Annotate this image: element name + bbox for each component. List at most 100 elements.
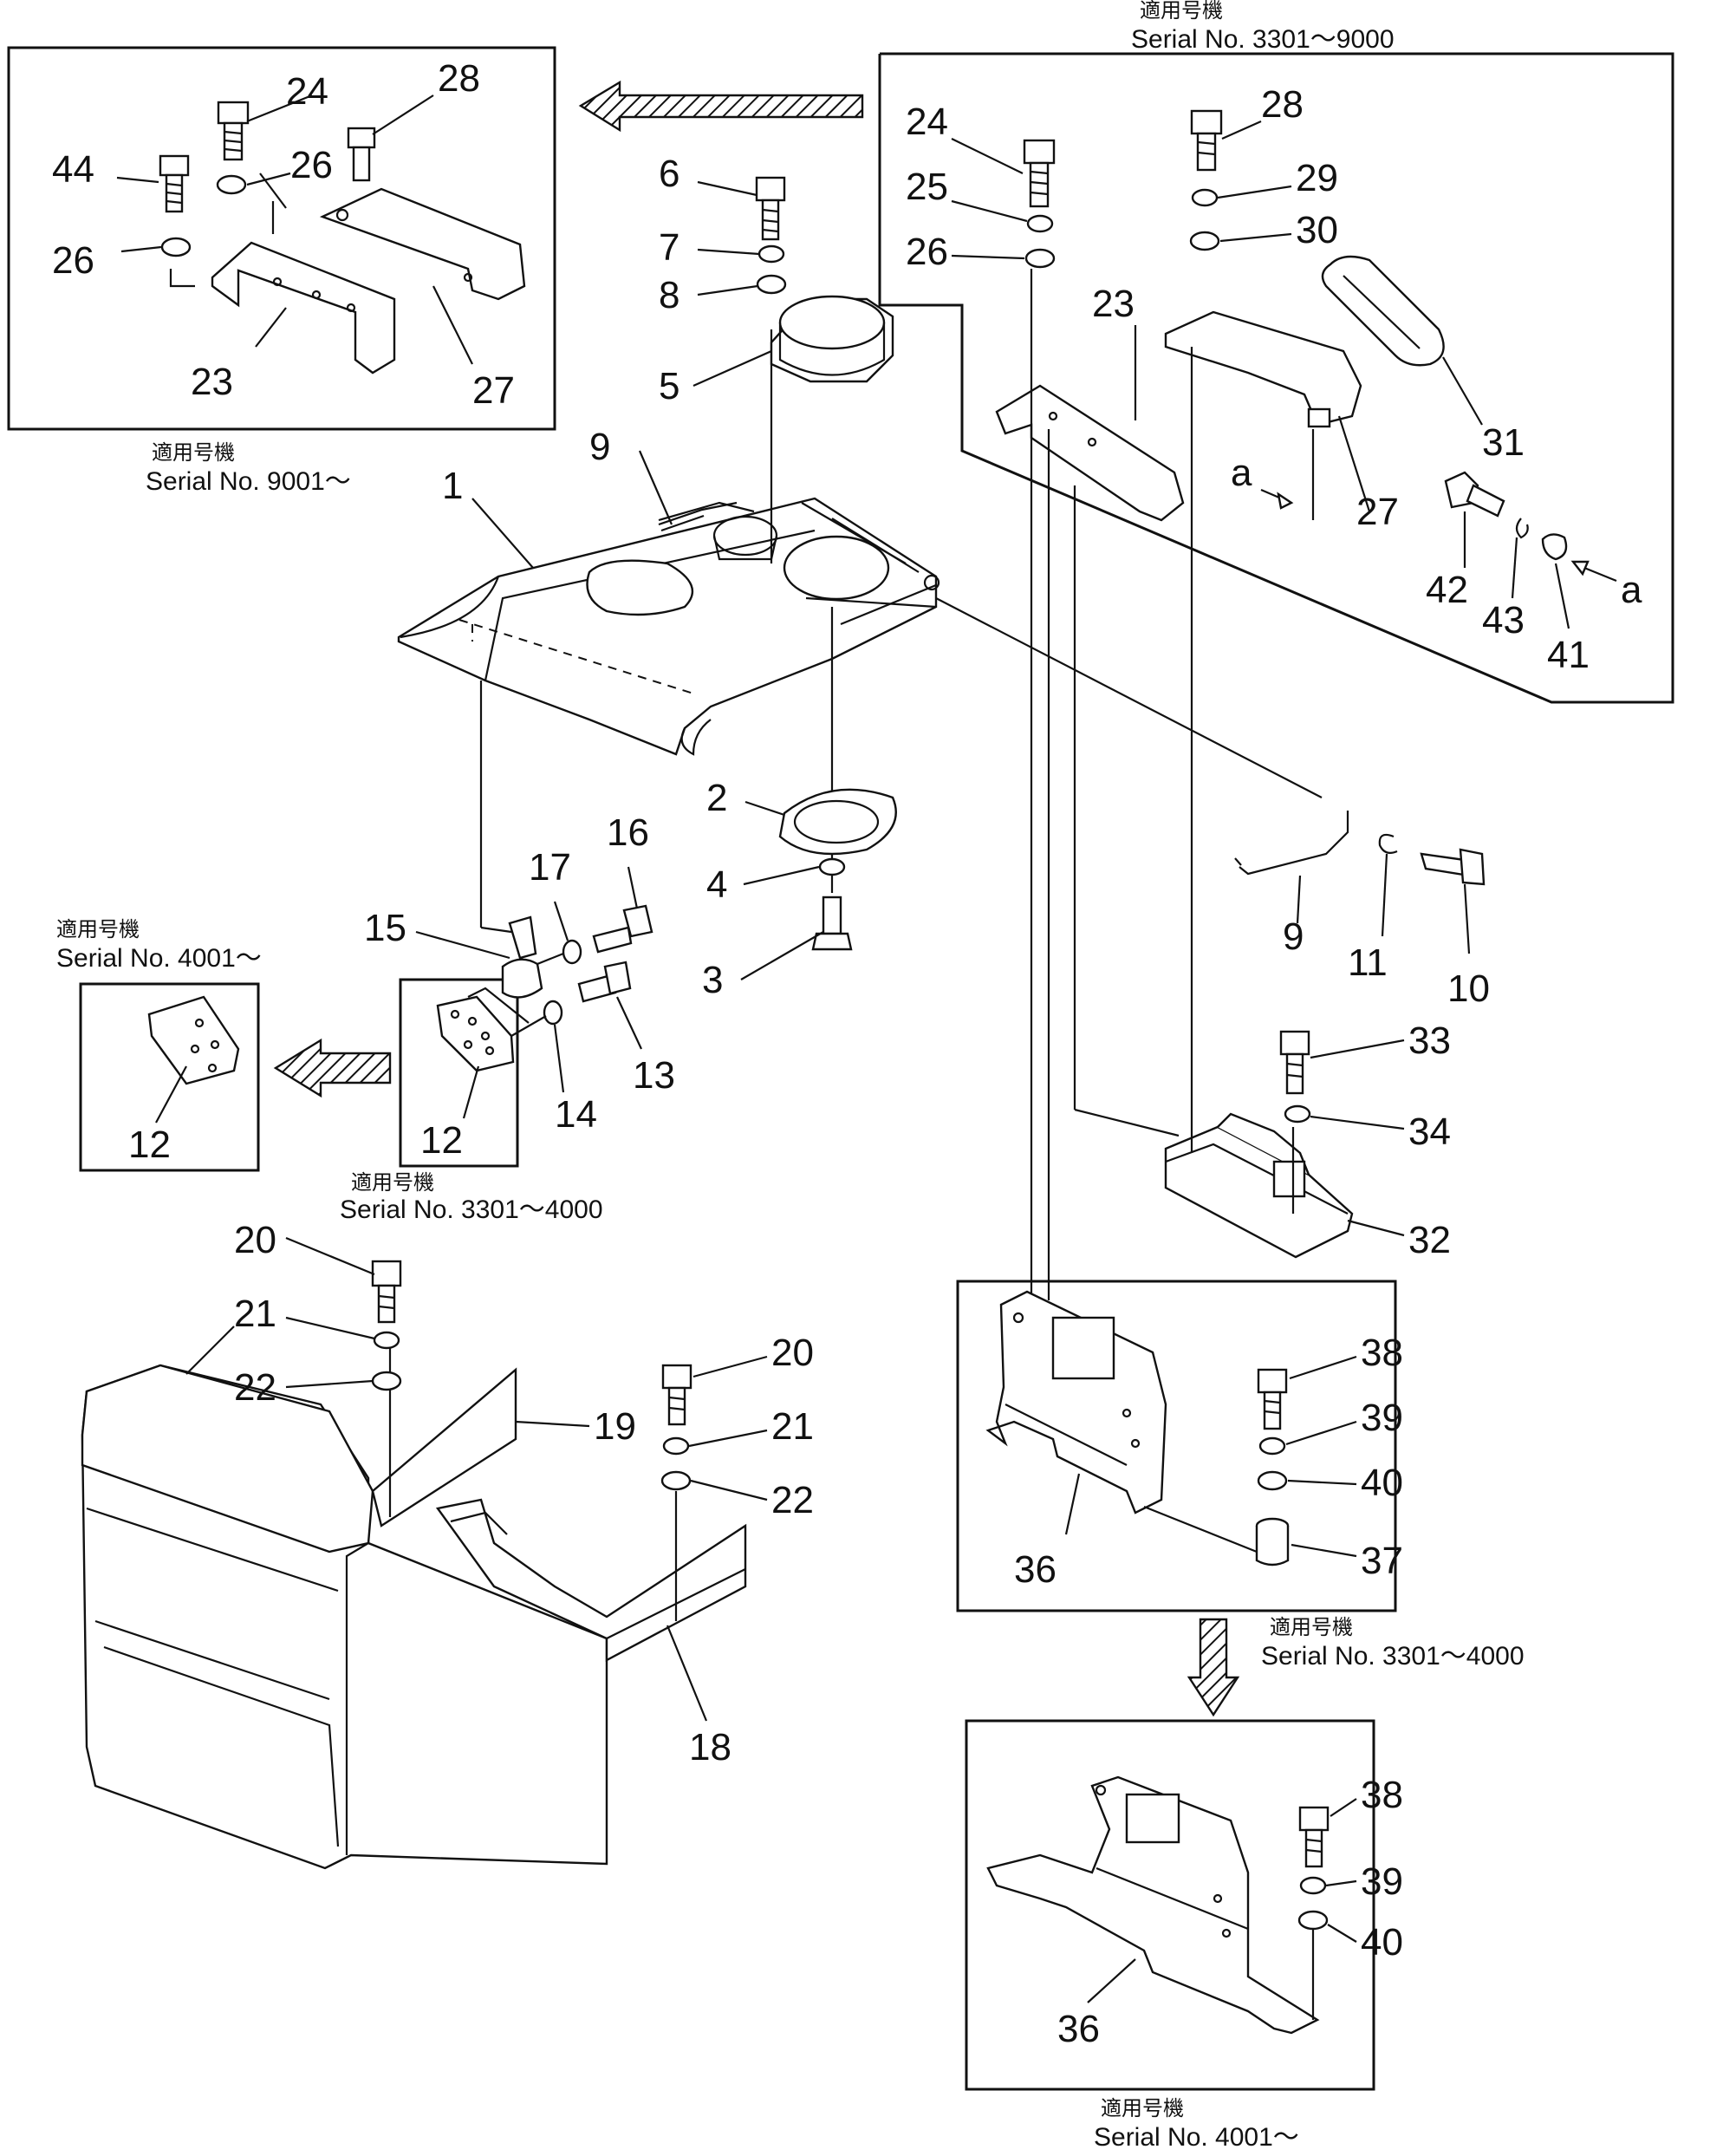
- spring-washer-icon: [1258, 1436, 1286, 1456]
- callout-6: 6: [659, 153, 679, 195]
- main-cover-assembly: [397, 176, 1486, 951]
- spring-washer-icon: [757, 244, 785, 264]
- svg-text:Serial No. 9001〜: Serial No. 9001〜: [146, 467, 351, 496]
- callout-39: 39: [1361, 1397, 1403, 1439]
- spring-washer-icon: [1515, 518, 1529, 539]
- caption-mid-left: 適用号機 Serial No. 4001〜: [56, 918, 262, 973]
- caption-lower-right: 適用号機 Serial No. 3301〜4000: [1261, 1616, 1525, 1671]
- callout-42: 42: [1426, 569, 1468, 611]
- view-marker-a: a: [1621, 569, 1642, 611]
- lock-mechanism: [436, 904, 653, 1072]
- washer-icon: [371, 1371, 402, 1391]
- inset-frame-mid-left: [79, 982, 260, 1172]
- bolt-icon: [217, 101, 250, 161]
- callout-17: 17: [529, 846, 571, 889]
- svg-text:適用号機: 適用号機: [56, 918, 140, 941]
- callout-12: 12: [128, 1124, 171, 1166]
- callout-14: 14: [555, 1093, 597, 1136]
- console-box: [1073, 347, 1354, 1259]
- callout-36: 36: [1014, 1548, 1057, 1591]
- latch-icon: [508, 915, 537, 960]
- bolt-icon: [592, 904, 653, 954]
- collar-icon: [1255, 1517, 1290, 1567]
- callout-41: 41: [1547, 634, 1590, 676]
- inset-lower-right-parts: [985, 1290, 1290, 1567]
- callout-9: 9: [1283, 915, 1304, 958]
- callout-27: 27: [1356, 491, 1399, 533]
- spring-washer-icon: [543, 1000, 563, 1026]
- washer-icon: [160, 237, 192, 257]
- spring-washer-icon: [662, 1436, 690, 1456]
- inset-bottom-parts: [986, 1775, 1330, 2035]
- callout-numbers: 24 28 44 26 26 23 27 24 25 26 28 29 30 2…: [52, 57, 1590, 2050]
- svg-text:Serial No. 4001〜: Serial No. 4001〜: [56, 944, 262, 973]
- callout-27: 27: [472, 369, 515, 412]
- svg-text:Serial No. 3301〜4000: Serial No. 3301〜4000: [340, 1195, 603, 1224]
- callout-40: 40: [1361, 1921, 1403, 1964]
- callout-21: 21: [234, 1293, 276, 1335]
- callout-23: 23: [1092, 283, 1135, 325]
- arrow-down-to-bottom-inset: [1187, 1618, 1240, 1717]
- radiator-assembly: [81, 1260, 747, 1870]
- callout-26: 26: [52, 239, 94, 282]
- inset-frame-top-right: [878, 52, 1674, 704]
- svg-text:Serial No. 4001〜: Serial No. 4001〜: [1094, 2123, 1299, 2152]
- spring-washer-icon: [1026, 214, 1054, 233]
- callout-9: 9: [589, 426, 610, 468]
- inset-top-right-parts: a a: [995, 109, 1642, 611]
- svg-text:Serial No. 3301〜4000: Serial No. 3301〜4000: [1261, 1642, 1525, 1671]
- cover-icon: [319, 187, 526, 301]
- svg-text:適用号機: 適用号機: [1270, 1616, 1353, 1639]
- spring-washer-icon: [1284, 1104, 1311, 1124]
- bolt-icon: [347, 127, 376, 182]
- bolt-icon: [371, 1260, 402, 1324]
- inset-top-left-parts: [159, 101, 526, 375]
- washer-icon: [1297, 1910, 1329, 1931]
- callout-4: 4: [706, 863, 727, 906]
- bolt-icon: [1420, 848, 1486, 886]
- callout-20: 20: [234, 1219, 276, 1261]
- callout-40: 40: [1361, 1462, 1403, 1504]
- caption-top-right: 適用号機 Serial No. 3301〜9000: [1131, 0, 1395, 54]
- caption-bottom: 適用号機 Serial No. 4001〜: [1094, 2097, 1299, 2152]
- inset-frame-mid-center: [399, 978, 519, 1168]
- callout-7: 7: [659, 226, 679, 269]
- rod-icon: [658, 501, 738, 526]
- bracket-icon: [211, 241, 396, 375]
- callout-8: 8: [659, 274, 679, 316]
- mounting-bracket-icon: [985, 1290, 1167, 1514]
- washer-icon: [756, 274, 787, 295]
- callout-28: 28: [1261, 83, 1304, 126]
- spring-washer-icon: [1191, 188, 1219, 207]
- callout-23: 23: [191, 361, 233, 403]
- shroud-icon: [435, 1498, 747, 1662]
- callout-39: 39: [1361, 1860, 1403, 1903]
- bolt-icon: [755, 176, 786, 241]
- callout-34: 34: [1408, 1111, 1451, 1153]
- callout-36: 36: [1057, 2008, 1100, 2050]
- washer-icon: [1024, 248, 1056, 269]
- seal-ring-icon: [1321, 255, 1445, 367]
- latch-icon: [501, 958, 543, 999]
- bolt-icon: [1023, 139, 1056, 208]
- bracket-icon: [995, 384, 1185, 522]
- callout-22: 22: [234, 1366, 276, 1409]
- callout-10: 10: [1447, 967, 1490, 1010]
- bolt-icon: [1190, 109, 1223, 172]
- callout-29: 29: [1296, 157, 1338, 199]
- mounting-bracket-icon: [986, 1775, 1320, 2035]
- callout-31: 31: [1482, 421, 1525, 464]
- callout-13: 13: [633, 1054, 675, 1097]
- callout-37: 37: [1361, 1540, 1403, 1582]
- spring-washer-icon: [1299, 1876, 1327, 1895]
- callout-22: 22: [771, 1479, 814, 1521]
- spring-washer-icon: [818, 857, 846, 876]
- callout-26: 26: [290, 144, 333, 186]
- bolt-icon: [159, 154, 190, 213]
- callout-12: 12: [420, 1119, 463, 1162]
- spring-washer-icon: [562, 939, 582, 965]
- svg-text:適用号機: 適用号機: [351, 1171, 434, 1195]
- callout-18: 18: [689, 1726, 731, 1768]
- washer-icon: [660, 1470, 692, 1491]
